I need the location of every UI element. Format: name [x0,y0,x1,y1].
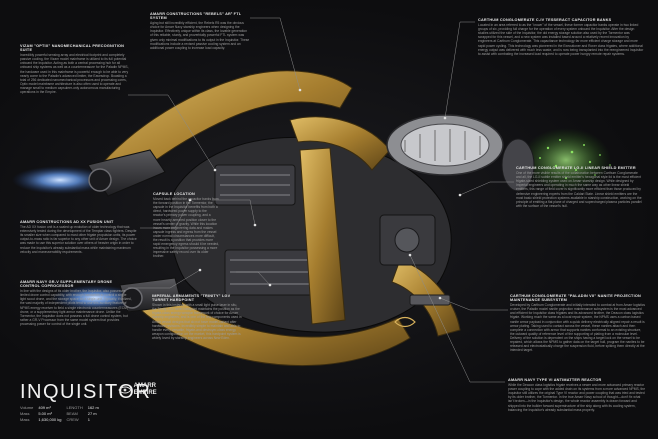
stat-value: 1 [87,417,90,422]
annotation-heading: AMARR CONSTRUCTIONS "REBELS" AR² FTL SYS… [150,12,242,21]
stats-row: Mass 1,630,000 kg CREW 1 [20,417,104,423]
stat-value: 5.00 m³ [38,411,52,416]
nanite-projector-dish [501,138,535,192]
stat-label: Mass [20,417,30,422]
turret-hardpoint [409,294,451,306]
stat-label: CREW [66,417,79,422]
stat-value: 27 m [87,411,97,416]
stats-row: Mass 5.00 m³ BEAM 27 m [20,411,104,417]
annotation-text: Located in an area referred to as the "c… [478,23,644,56]
annotation-text: In line with the designs of its older br… [20,289,132,326]
annotation-text: Shown in this instance with a small ligh… [152,303,242,340]
annotation-drone-coprocessor: AMARR NAVY GR-V SUPPLEMENTARY DRONE CONT… [20,280,132,326]
upper-engine-arm [94,70,353,191]
annotation-nanite-projection: CARTHUM CONGLOMERATE "PALADIN VII" NANIT… [510,294,646,352]
annotation-heading: CARTHUM CONGLOMERATE C-IV TESSERACT CAPA… [478,18,612,22]
ship-name-title: INQUISITOR [20,381,152,403]
annotation-optix-suite: VIZAM "OPTIX" NANOMECHANICAL PRECOGNITIO… [20,44,130,94]
stat-label: Mass [20,411,30,416]
stats-row: Volume 409 m³ LENGTH 162 m [20,405,104,411]
stat-value: 162 m [87,405,99,410]
reactor-core [394,227,420,253]
title-block: INQUISITOR [20,381,151,404]
annotation-text: The AD XX fusion unit is a scaled up evo… [20,225,137,254]
annotation-heading: IMPERIAL ARMAMENTS "TRINITY" LGV TURRET … [152,294,231,303]
amarr-emblem-icon [118,386,132,394]
annotation-text: While the Deacon class logistics frigate… [508,383,646,412]
lower-thruster-glow [51,285,139,311]
capacitor-fins [404,129,481,162]
annotation-turret-hardpoint: IMPERIAL ARMAMENTS "TRINITY" LGV TURRET … [152,294,242,340]
faction-logo: AMARR EMPIRE [118,383,157,397]
stat-value: 409 m³ [38,405,51,410]
annotation-text: Aging but still incredibly efficient, th… [150,21,250,50]
faction-name-line1: AMARR [133,383,157,389]
stat-label: BEAM [66,411,78,416]
stat-value: 1,630,000 kg [38,417,62,422]
stat-label: Volume [20,405,34,410]
lower-engine-arm [129,281,411,367]
annotation-heading: AMARR CONSTRUCTIONS AD XX FUSION UNIT [20,220,114,224]
annotation-heading: CARTHUM CONGLOMERATE LG-II LINEAR SHIELD… [516,166,636,170]
annotation-text: One of the more visible results of the c… [516,171,642,208]
amarr-emblem-hull [394,316,416,328]
annotation-heading: CARTHUM CONGLOMERATE "PALADIN VII" NANIT… [510,294,641,303]
nanite-particles [539,139,611,179]
annotation-capsule-location: CAPSULE LOCATION Moved back behind the c… [153,192,219,259]
forward-armor-plate [289,116,391,171]
upper-thruster-nozzle [88,168,112,192]
annotation-text: Developed by Carthum Conglomerate and in… [510,303,646,353]
annotation-shield-emitter: CARTHUM CONGLOMERATE LG-II LINEAR SHIELD… [516,166,642,208]
faction-name-line2: EMPIRE [133,390,157,396]
annotation-ftl-system: AMARR CONSTRUCTIONS "REBELS" AR² FTL SYS… [150,12,250,50]
callout-leader-lines [128,17,514,383]
annotation-capacitor-banks: CARTHUM CONGLOMERATE C-IV TESSERACT CAPA… [478,18,644,56]
annotation-heading: CAPSULE LOCATION [153,192,195,196]
callout-endpoints [188,88,462,300]
nanite-projection-glow [521,128,611,192]
central-gold-spine [299,147,346,325]
annotation-heading: AMARR NAVY GR-V SUPPLEMENTARY DRONE CONT… [20,280,113,289]
ship-stats-table: Volume 409 m³ LENGTH 162 m Mass 5.00 m³ … [20,405,104,423]
annotation-text: Incredibly powerful sensing array and el… [20,53,129,95]
annotation-fusion-unit: AMARR CONSTRUCTIONS AD XX FUSION UNIT Th… [20,220,138,254]
crown-capacitor-inner [400,123,490,167]
annotation-heading: VIZAM "OPTIX" NANOMECHANICAL PRECOGNITIO… [20,44,125,53]
annotation-text: Moved back behind the capacitor banks fr… [153,197,219,259]
annotation-heading: AMARR NAVY TYPE VI ANTIMATTER REACTOR [508,378,602,382]
annotation-antimatter-reactor: AMARR NAVY TYPE VI ANTIMATTER REACTOR Wh… [508,378,646,412]
upper-thruster-glow [12,166,108,194]
stat-label: LENGTH [66,405,83,410]
